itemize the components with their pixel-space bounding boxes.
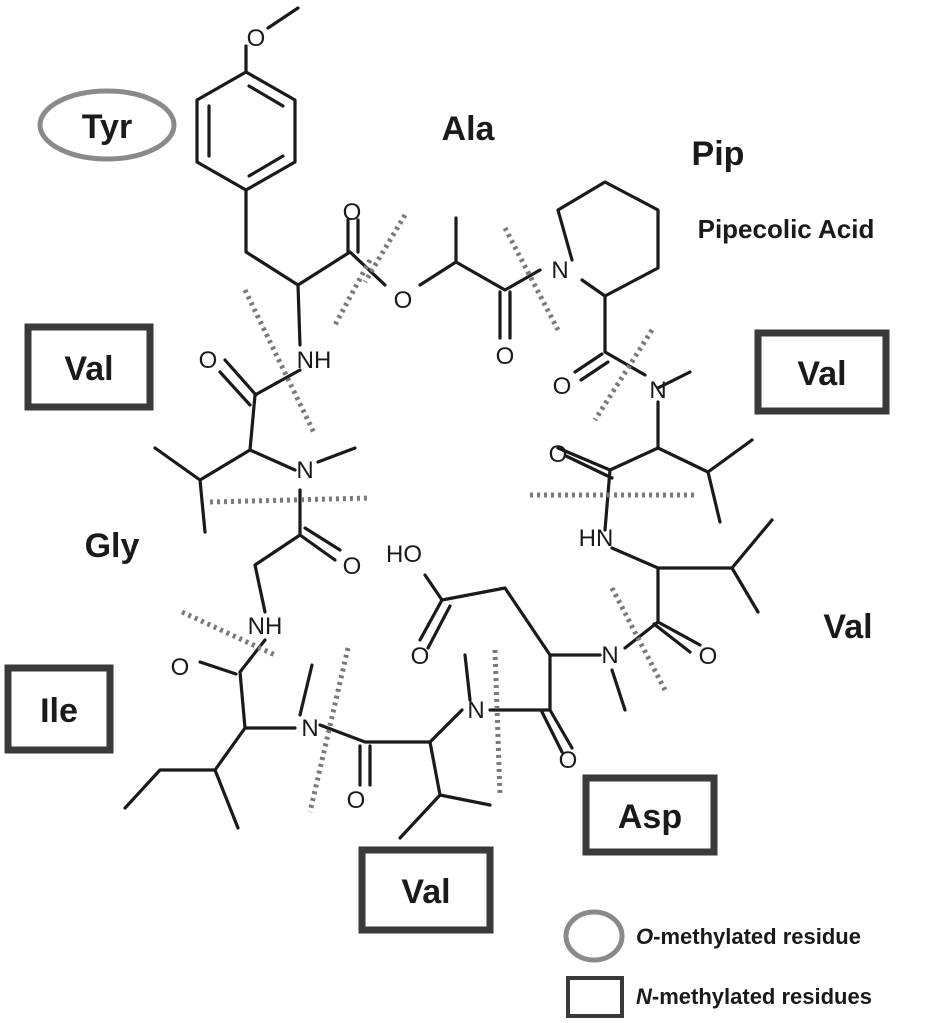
atom-n-val-tr: N [649,377,666,404]
box-ile [4,664,114,754]
atom-o-carbonyl-pip: O [553,373,572,400]
cleavage-marks [180,213,695,813]
atom-o-methoxy: O [247,25,266,52]
tyr-backbone [244,188,387,347]
residue-label-val-top-right: Val [797,355,846,393]
residue-label-val-bottom: Val [401,873,450,911]
atom-o-carbonyl-tyr: O [343,199,362,226]
atom-o-acid: O [411,643,430,670]
atom-n-val-tl: N [296,457,313,484]
cut-tyr-val [242,288,318,437]
atom-o-carbonyl-gly: O [343,553,362,580]
box-val-top-left [24,323,154,411]
legend-o-prefix: O [636,924,653,949]
val-b-chain [318,653,492,840]
atom-hn-val-r: HN [579,525,614,552]
atom-o-ester: O [394,287,413,314]
atom-o-carbonyl-ile: O [171,654,190,681]
residue-label-asp: Asp [618,798,682,836]
residue-label-pipecolic-acid: Pipecolic Acid [698,214,875,244]
ile-chain [123,638,314,830]
benzene-ring [195,70,297,192]
cut-val-gly [209,495,371,505]
cut-gly-ile [180,609,277,658]
pip-ring [556,180,660,298]
residue-label-ala: Ala [442,110,496,148]
legend: O-methylated residue N-methylated residu… [563,909,872,1018]
cut-ala-pip [502,226,561,332]
box-asp [582,774,718,856]
residue-label-ile: Ile [40,692,78,730]
atom-o-carbonyl-asp: O [559,747,578,774]
tyr-o-methyl-ring [37,88,177,162]
legend-n-methylated-label: N-methylated residues [636,984,872,1009]
atom-n-asp: N [601,642,618,669]
cut-tyr-ala-1 [362,213,408,284]
legend-n-prefix: N [636,984,653,1009]
atom-nh-tyr: NH [297,347,332,374]
residue-label-gly: Gly [85,527,140,565]
residue-label-val-top-left: Val [64,350,113,388]
gly-chain [253,488,342,614]
bond-skeleton [123,6,774,840]
residue-label-pip: Pip [692,135,745,173]
residue-labels: Tyr Ala Pip Pipecolic Acid Val Val Gly V… [4,88,890,934]
val-tr-chain [556,370,754,532]
box-val-bottom [358,846,494,934]
legend-o-methylated-ring [563,909,625,963]
cut-ile-valb [307,647,351,813]
atom-o-carbonyl-val-tl: O [199,347,218,374]
val-tl-chain [153,358,357,534]
ala-backbone [418,216,542,340]
atom-n-pip: N [551,257,568,284]
cut-valr-asp [609,586,668,692]
atom-o-carbonyl-ala: O [496,343,515,370]
residue-label-tyr: Tyr [82,108,132,146]
atom-n-val-b: N [467,697,484,724]
atom-o-carbonyl-val-b: O [347,787,366,814]
atom-o-carbonyl-val-tr: O [549,441,568,468]
atom-n-ile: N [301,715,318,742]
benzene-inner-bonds [207,84,285,178]
box-val-top-right [754,329,890,415]
residue-label-val-right: Val [823,608,872,646]
legend-n-text: -methylated residues [652,984,872,1009]
legend-o-text: -methylated residue [653,924,861,949]
atom-o-carbonyl-val-r: O [699,643,718,670]
val-r-chain [610,518,774,654]
legend-o-methylated-label: O-methylated residue [636,924,861,949]
cut-tyr-ala-2 [332,258,373,327]
legend-n-methylated-box [566,976,624,1018]
pip-carbonyl [573,294,647,382]
atom-nh-gly: NH [248,613,283,640]
atom-labels: O O O O O N NH O N N O HN O HO NH O N O … [171,25,718,814]
asp-chain [418,573,627,754]
atom-ho-acid: HO [386,541,422,568]
methoxy-bond [244,6,300,74]
cut-valb-asp [492,649,503,796]
